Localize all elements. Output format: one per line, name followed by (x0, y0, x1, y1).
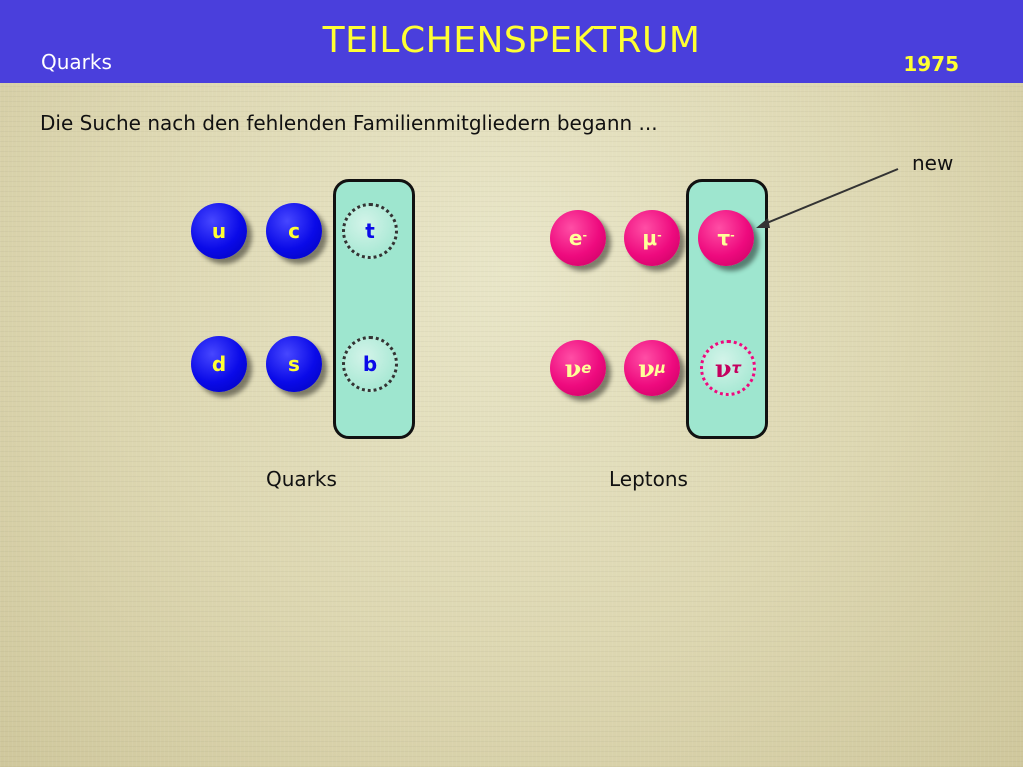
lepton-tau: τ- (698, 210, 754, 266)
section-subtitle: Quarks (41, 50, 112, 74)
quarks-caption: Quarks (266, 467, 337, 491)
intro-text: Die Suche nach den fehlenden Familienmit… (40, 111, 658, 135)
lepton-electron: e- (550, 210, 606, 266)
arrow-head (756, 218, 770, 228)
quark-b-predicted: b (342, 336, 398, 392)
nu-tau-flavor: τ (731, 359, 742, 377)
quark-s: s (266, 336, 322, 392)
quark-t-predicted: t (342, 203, 398, 259)
page-title: TEILCHENSPEKTRUM (322, 20, 701, 61)
tau-charge: - (730, 228, 735, 242)
year-label: 1975 (903, 52, 959, 76)
new-annotation-label: new (912, 151, 954, 175)
nu-mu-symbol: ν (638, 353, 655, 383)
header-bar: TEILCHENSPEKTRUM Quarks 1975 (0, 0, 1023, 83)
quark-u: u (191, 203, 247, 259)
nu-tau-symbol: ν (714, 353, 732, 383)
lepton-muon: μ- (624, 210, 680, 266)
muon-symbol: μ (642, 226, 658, 250)
arrow-line (761, 168, 899, 226)
quark-c: c (266, 203, 322, 259)
leptons-caption: Leptons (609, 467, 688, 491)
tau-symbol: τ (717, 226, 731, 250)
nu-mu-flavor: μ (654, 359, 666, 377)
nu-e-symbol: ν (564, 353, 582, 383)
quark-d: d (191, 336, 247, 392)
electron-charge: - (582, 228, 588, 242)
nu-e-flavor: e (581, 359, 592, 377)
muon-charge: - (657, 228, 662, 242)
electron-symbol: e (568, 226, 583, 250)
